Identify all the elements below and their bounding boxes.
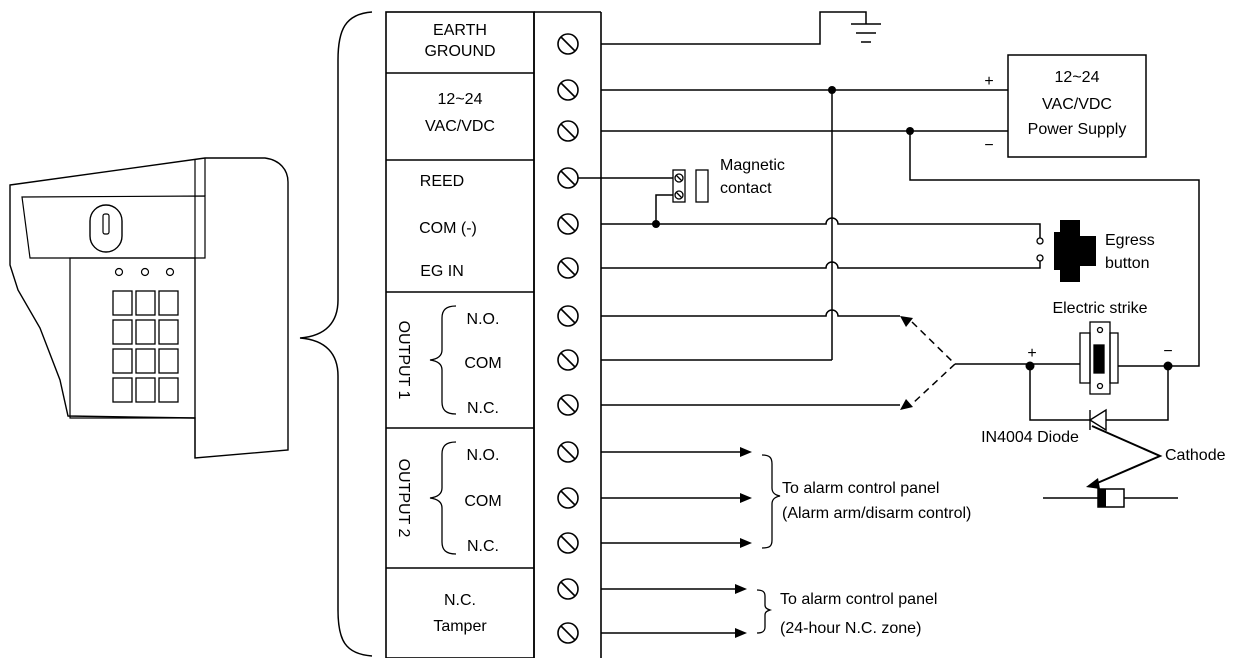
keypad-device-illustration: [9, 157, 289, 459]
alarm-panel-2-line-2: (24-hour N.C. zone): [780, 620, 921, 637]
label-tamper-2: Tamper: [433, 618, 487, 635]
wire-output1-no: [601, 309, 900, 317]
egress-button: Egress button: [1036, 220, 1155, 282]
label-earth-ground-2: GROUND: [424, 43, 495, 60]
screw-5: [557, 213, 579, 235]
label-output-2: OUTPUT 2: [395, 459, 412, 538]
magnetic-contact-label-1: Magnetic: [720, 157, 785, 174]
label-output1-no: N.O.: [467, 311, 500, 328]
screw-7: [557, 305, 579, 327]
screw-13: [557, 578, 579, 600]
ground-symbol: [851, 23, 881, 43]
electric-strike: Electric strike + −: [1027, 300, 1173, 395]
magnetic-contact: Magnetic contact: [672, 157, 785, 203]
label-output1-nc: N.C.: [467, 400, 499, 417]
screw-1: [557, 33, 579, 55]
wire-com-to-contact: [655, 194, 673, 224]
magnetic-contact-label-2: contact: [720, 180, 772, 197]
label-reed: REED: [420, 173, 464, 190]
label-output2-nc: N.C.: [467, 538, 499, 555]
egress-label-2: button: [1105, 255, 1149, 272]
label-com: COM (-): [419, 220, 477, 237]
diode-component: [1043, 488, 1178, 508]
terminal-screws: [557, 33, 579, 644]
electric-strike-label: Electric strike: [1052, 300, 1147, 317]
alarm-panel-2-line-1: To alarm control panel: [780, 591, 937, 608]
strike-plus-sign: +: [1027, 345, 1036, 362]
power-minus-sign: −: [984, 137, 993, 154]
label-output2-no: N.O.: [467, 447, 500, 464]
cathode-label: Cathode: [1165, 447, 1226, 464]
label-tamper-1: N.C.: [444, 592, 476, 609]
label-eg-in: EG IN: [420, 263, 464, 280]
screw-6: [557, 257, 579, 279]
power-supply: 12~24 VAC/VDC Power Supply + −: [984, 54, 1147, 158]
label-output-1: OUTPUT 1: [395, 321, 412, 400]
screw-3: [557, 120, 579, 142]
contact-screw-2: [674, 190, 684, 200]
alarm-brace-2: [756, 589, 773, 634]
screw-14: [557, 622, 579, 644]
wire-minus-to-strike: [909, 131, 1200, 367]
screw-10: [557, 441, 579, 463]
terminal-block: [385, 11, 602, 658]
wire-earth-ground: [601, 11, 867, 45]
dashed-selector: [911, 321, 957, 405]
screw-11: [557, 487, 579, 509]
cathode-pointer: Cathode: [1086, 425, 1226, 489]
label-earth-ground-1: EARTH: [433, 22, 487, 39]
screw-2: [557, 79, 579, 101]
alarm-panel-1-line-2: (Alarm arm/disarm control): [782, 505, 971, 522]
power-supply-label-1: 12~24: [1055, 69, 1100, 86]
diode: IN4004 Diode: [981, 408, 1107, 446]
screw-4: [557, 167, 579, 189]
egress-label-1: Egress: [1105, 232, 1155, 249]
strike-minus-sign: −: [1163, 343, 1172, 360]
contact-screw-1: [674, 173, 684, 183]
alarm-brace-1: [761, 454, 781, 549]
power-supply-label-2: VAC/VDC: [1042, 96, 1112, 113]
label-power-2: VAC/VDC: [425, 118, 495, 135]
large-brace: [299, 11, 373, 657]
diode-label: IN4004 Diode: [981, 429, 1079, 446]
wire-com: [601, 217, 1041, 241]
output1-brace: [429, 305, 457, 415]
power-supply-label-3: Power Supply: [1028, 121, 1127, 138]
screw-9: [557, 394, 579, 416]
label-output1-com: COM: [464, 355, 501, 372]
screw-8: [557, 349, 579, 371]
output2-brace: [429, 441, 457, 555]
wire-eg-in: [601, 258, 1041, 269]
label-power-1: 12~24: [438, 91, 483, 108]
wire-diode-loop: [1029, 366, 1169, 421]
terminal-labels: EARTH GROUND 12~24 VAC/VDC REED COM (-) …: [395, 22, 502, 635]
junction-dots: [652, 86, 1173, 371]
power-plus-sign: +: [984, 73, 993, 90]
screw-12: [557, 532, 579, 554]
alarm-panel-1-line-1: To alarm control panel: [782, 480, 939, 497]
label-output2-com: COM: [464, 493, 501, 510]
keypad-buttons: [112, 290, 179, 403]
